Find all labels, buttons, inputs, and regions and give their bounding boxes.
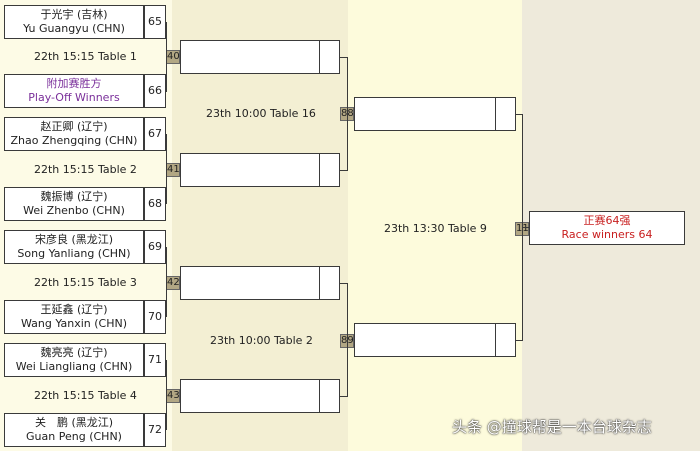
- round2-slot: [180, 40, 340, 74]
- column-round1: [0, 0, 172, 451]
- player-name-cn: 魏振博 (辽宁): [40, 190, 108, 203]
- round2-slot: [180, 266, 340, 300]
- player-name-en: Play-Off Winners: [28, 91, 120, 104]
- player-name-en: Song Yanliang (CHN): [17, 247, 131, 260]
- player-name-en: Wei Liangliang (CHN): [15, 360, 133, 373]
- seed-number: 69: [144, 230, 166, 264]
- round3-slot: [354, 323, 516, 357]
- match-number: 43: [166, 389, 180, 403]
- player-name-en: Wei Zhenbo (CHN): [23, 204, 125, 217]
- player-name-cn: 魏亮亮 (辽宁): [40, 346, 108, 359]
- bracket-connector: [347, 283, 348, 397]
- round3-slot: [354, 97, 516, 131]
- column-round2: [172, 0, 348, 451]
- bracket-connector: [166, 360, 167, 430]
- seed-number: 67: [144, 117, 166, 151]
- bracket-connector: [516, 114, 523, 115]
- player-name-cn: 宋彦良 (黑龙江): [34, 233, 114, 246]
- seed-number: 70: [144, 300, 166, 334]
- seed-number: 71: [144, 343, 166, 377]
- bracket-connector: [522, 227, 529, 228]
- bracket-connector: [516, 340, 523, 341]
- bracket-connector: [340, 396, 348, 397]
- final-title-cn: 正赛64强: [583, 214, 631, 227]
- player-name-cn: 王延鑫 (辽宁): [40, 303, 108, 316]
- bracket-connector: [347, 57, 348, 171]
- match-label: 22th 15:15 Table 3: [34, 276, 137, 289]
- player-name-cn: 赵正卿 (辽宁): [40, 120, 108, 133]
- seed-number: 72: [144, 413, 166, 447]
- match-label: 22th 15:15 Table 4: [34, 389, 137, 402]
- watermark: 头条 @撞球帮是一本台球杂志: [452, 418, 652, 436]
- seed-number: 68: [144, 187, 166, 221]
- seed-number: 65: [144, 5, 166, 39]
- player-name-cn: 关 鹏 (黑龙江): [34, 416, 114, 429]
- column-round3: [348, 0, 522, 451]
- round2-slot: [180, 153, 340, 187]
- match-label: 23th 13:30 Table 9: [384, 222, 487, 235]
- final-winner-box: 正赛64强 Race winners 64: [529, 211, 685, 245]
- seed-number: 66: [144, 74, 166, 108]
- match-label: 23th 10:00 Table 2: [210, 334, 313, 347]
- match-number: 41: [166, 163, 180, 177]
- player-name-en: Yu Guangyu (CHN): [23, 22, 125, 35]
- round2-slot: [180, 379, 340, 413]
- bracket-connector: [340, 283, 348, 284]
- player-name-en: Zhao Zhengqing (CHN): [10, 134, 138, 147]
- bracket-connector: [340, 170, 348, 171]
- bracket-connector: [166, 22, 167, 92]
- player-name-cn: 附加赛胜方: [46, 77, 102, 90]
- final-title-en: Race winners 64: [561, 228, 653, 241]
- bracket-connector: [166, 134, 167, 204]
- bracket-connector: [166, 247, 167, 317]
- match-label: 22th 15:15 Table 2: [34, 163, 137, 176]
- match-label: 22th 15:15 Table 1: [34, 50, 137, 63]
- player-name-en: Guan Peng (CHN): [26, 430, 122, 443]
- player-name-cn: 于光宇 (吉林): [40, 8, 108, 21]
- player-name-en: Wang Yanxin (CHN): [20, 317, 128, 330]
- bracket-connector: [340, 57, 348, 58]
- match-number: 42: [166, 276, 180, 290]
- match-number: 40: [166, 50, 180, 64]
- match-label: 23th 10:00 Table 16: [206, 107, 316, 120]
